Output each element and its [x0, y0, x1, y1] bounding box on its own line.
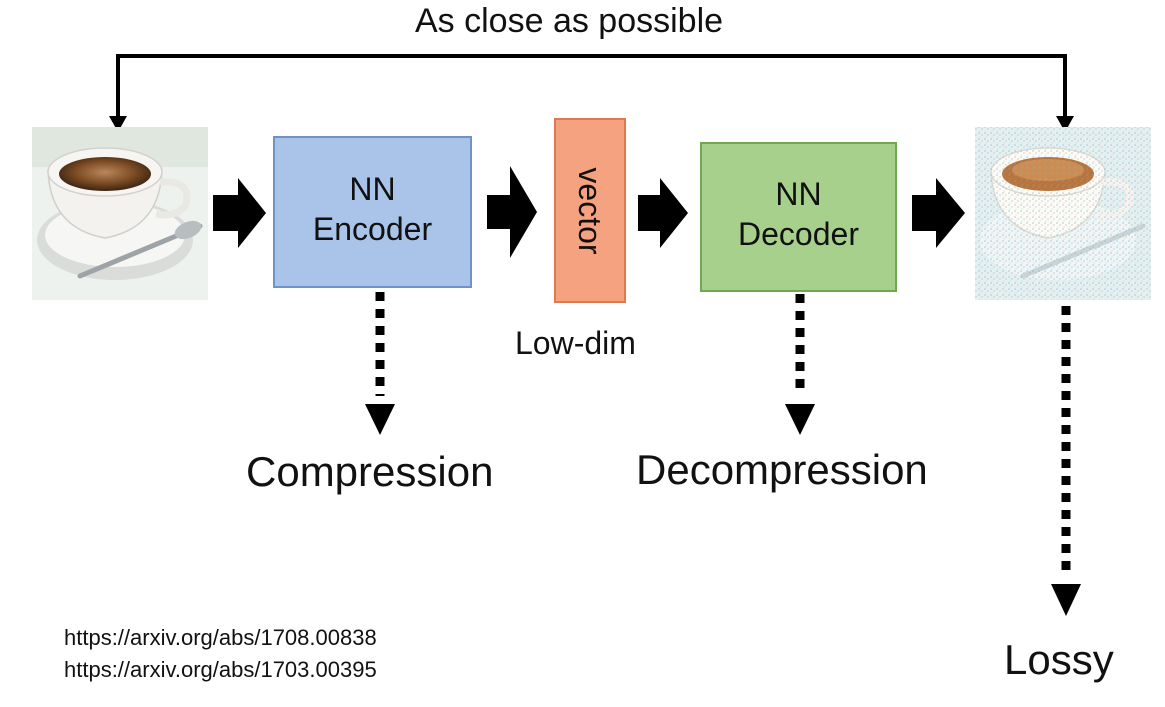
- flow-arrow-3: [638, 178, 688, 248]
- encoder-label: NN Encoder: [274, 169, 471, 249]
- decompression-label: Decompression: [636, 446, 928, 493]
- reference-link-2[interactable]: https://arxiv.org/abs/1703.00395: [64, 656, 377, 682]
- vector-box: [554, 118, 626, 303]
- flow-arrow-4: [912, 178, 965, 248]
- decoder-line1: NN: [775, 176, 822, 212]
- output-coffee-image: [975, 127, 1151, 300]
- encoder-line1: NN: [349, 171, 396, 207]
- encoder-to-compression-arrow: [365, 292, 395, 435]
- output-to-lossy-arrow: [1051, 306, 1081, 616]
- encoder-line2: Encoder: [312, 211, 433, 247]
- compression-label: Compression: [246, 448, 494, 495]
- references: https://arxiv.org/abs/1708.00838 https:/…: [64, 622, 377, 686]
- decoder-box: [700, 142, 897, 292]
- reference-link-1[interactable]: https://arxiv.org/abs/1708.00838: [64, 625, 377, 650]
- decoder-line2: Decoder: [738, 216, 859, 252]
- lossy-label: Lossy: [1004, 636, 1114, 683]
- vector-caption: Low-dim: [515, 325, 636, 361]
- decoder-to-decompression-arrow: [785, 294, 815, 435]
- input-coffee-image: [32, 127, 208, 300]
- flow-arrow-1: [213, 178, 266, 248]
- flow-arrow-2: [487, 166, 537, 258]
- feedback-arrow: [109, 54, 1074, 132]
- top-label: As close as possible: [415, 2, 724, 40]
- encoder-box: [273, 136, 472, 288]
- vector-label: vector: [572, 167, 608, 255]
- decoder-label: NN Decoder: [701, 174, 896, 254]
